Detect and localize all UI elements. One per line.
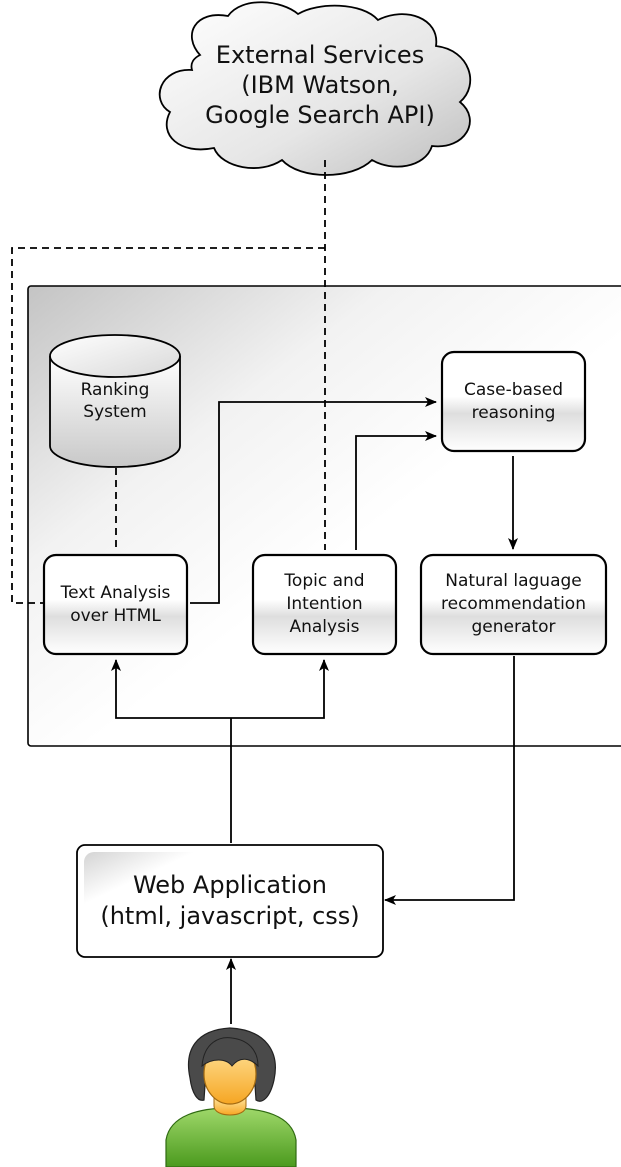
web-app-to-text-analysis-arrow (111, 659, 231, 719)
external-services-line-3: Google Search API) (205, 101, 435, 129)
nl-generator-line-2: recommendation (441, 594, 586, 614)
ranking-system-cylinder (49, 334, 181, 468)
case-based-line-1: Case-based (463, 379, 564, 400)
nl-generator-to-web-app-arrow (384, 656, 515, 905)
external-services-cloud (158, 1, 471, 176)
topic-to-case-based-arrow (355, 431, 437, 550)
dashed-connectors (11, 160, 326, 604)
text-analysis-box (42, 553, 189, 656)
web-app-to-topic-arrow (231, 659, 329, 719)
cloud-to-text-analysis-line (11, 247, 325, 604)
case-based-label: Case-based reasoning (442, 352, 585, 451)
nl-generator-box (419, 553, 608, 656)
case-based-box (440, 350, 587, 453)
solid-connectors (111, 397, 518, 1024)
topic-intention-label: Topic and Intention Analysis (253, 555, 396, 654)
nl-generator-line-1: Natural laguage (445, 571, 582, 591)
text-analysis-line-2: over HTML (70, 605, 161, 626)
topic-intention-line-1: Topic and (284, 571, 365, 591)
external-services-line-1: External Services (215, 41, 425, 69)
topic-intention-line-3: Analysis (289, 617, 360, 637)
topic-intention-box (251, 553, 398, 656)
text-analysis-to-case-based-arrow (190, 397, 437, 604)
ranking-system-line-1: Ranking (80, 380, 150, 400)
topic-intention-line-2: Intention (286, 594, 363, 614)
ranking-system-label: Ranking System (50, 375, 180, 427)
nl-generator-label: Natural laguage recommendation generator (421, 555, 606, 654)
web-application-box (76, 844, 384, 958)
external-services-line-2: (IBM Watson, (241, 71, 399, 99)
case-based-line-2: reasoning (471, 402, 556, 423)
text-analysis-line-1: Text Analysis (60, 582, 171, 603)
web-application-label: Web Application (html, javascript, css) (77, 845, 383, 957)
text-analysis-label: Text Analysis over HTML (44, 555, 187, 654)
web-application-line-2: (html, javascript, css) (100, 902, 360, 930)
user-icon (165, 1027, 297, 1167)
ranking-system-line-2: System (83, 402, 147, 422)
external-services-label: External Services (IBM Watson, Google Se… (170, 30, 470, 140)
nl-generator-line-3: generator (471, 617, 556, 637)
web-application-line-1: Web Application (132, 871, 328, 899)
